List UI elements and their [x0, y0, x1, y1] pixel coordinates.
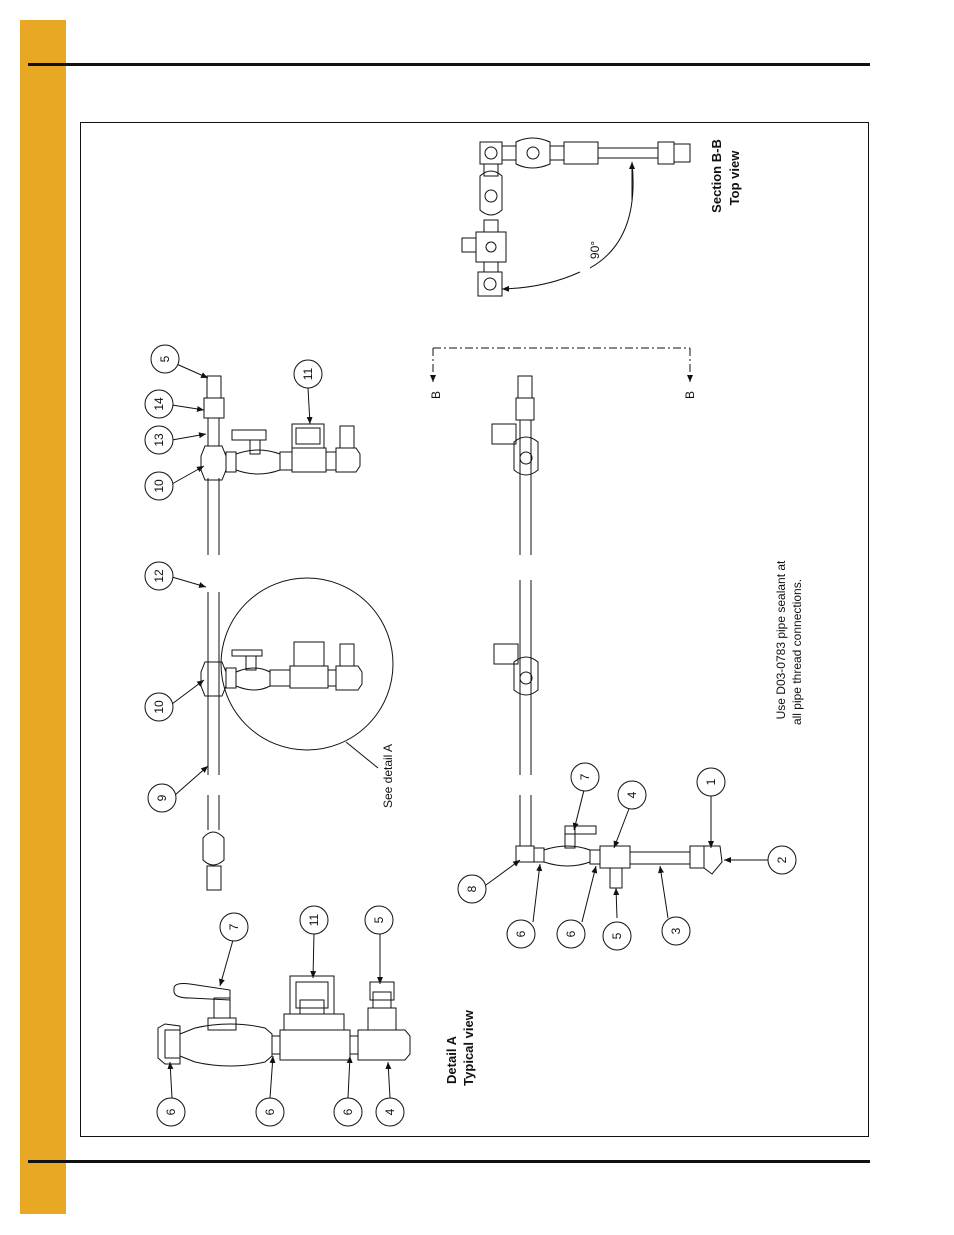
callout-m-14: 14	[152, 397, 166, 411]
section-marker-bottom: B	[683, 391, 697, 399]
callout-da-6b: 6	[263, 1108, 277, 1115]
callout-l-6a: 6	[514, 930, 528, 937]
angle-label: 90°	[588, 241, 602, 259]
section-cut-line	[430, 347, 693, 382]
lower-pipe-leaders	[485, 789, 768, 923]
callout-l-7: 7	[578, 773, 592, 780]
section-bb-view	[461, 137, 691, 297]
header-rule	[28, 63, 870, 66]
callout-l-3: 3	[669, 927, 683, 934]
callout-da-6c: 6	[341, 1108, 355, 1115]
note-line-2: all pipe thread connections.	[790, 579, 804, 725]
section-bb-title: Section B-B	[709, 139, 724, 213]
main-pipe-leaders	[171, 361, 313, 796]
callout-m-13: 13	[152, 433, 166, 447]
detail-a-leaders	[167, 932, 392, 1099]
note-line-1: Use D03-0783 pipe sealant at	[774, 560, 788, 719]
detail-a-view	[157, 975, 411, 1067]
callout-da-5: 5	[372, 916, 386, 923]
callout-m-9: 9	[155, 794, 169, 801]
drawing-frame	[80, 122, 869, 1137]
lower-pipe-run	[491, 375, 723, 889]
see-detail-label: See detail A	[381, 744, 395, 808]
callout-da-11: 11	[307, 913, 321, 926]
section-bb-subtitle: Top view	[727, 150, 742, 206]
callout-da-6a: 6	[164, 1108, 178, 1115]
callout-l-5: 5	[610, 932, 624, 939]
callout-l-2: 2	[775, 856, 789, 863]
detail-a-title: Detail A	[444, 1035, 459, 1084]
callout-l-6b: 6	[564, 930, 578, 937]
callout-l-4: 4	[625, 791, 639, 798]
footer-rule	[28, 1160, 870, 1163]
callout-bubbles	[144, 344, 797, 1127]
callout-m-12: 12	[152, 569, 166, 583]
callout-m-10a: 10	[152, 700, 166, 714]
section-marker-top: B	[429, 391, 443, 399]
callout-m-10b: 10	[152, 479, 166, 493]
accent-side-bar	[20, 20, 66, 1214]
callout-m-11: 11	[301, 367, 315, 380]
detail-a-subtitle: Typical view	[461, 1009, 476, 1086]
callout-da-7: 7	[227, 923, 241, 930]
callout-numbers: 6 6 6 4 7 11 5 9 10 12 10 13 14 5 11 8 6…	[152, 355, 789, 1115]
callout-da-4: 4	[383, 1108, 397, 1115]
callout-m-5: 5	[158, 355, 172, 362]
main-pipe-run	[200, 375, 394, 891]
callout-l-8: 8	[465, 885, 479, 892]
callout-l-1: 1	[704, 778, 718, 785]
